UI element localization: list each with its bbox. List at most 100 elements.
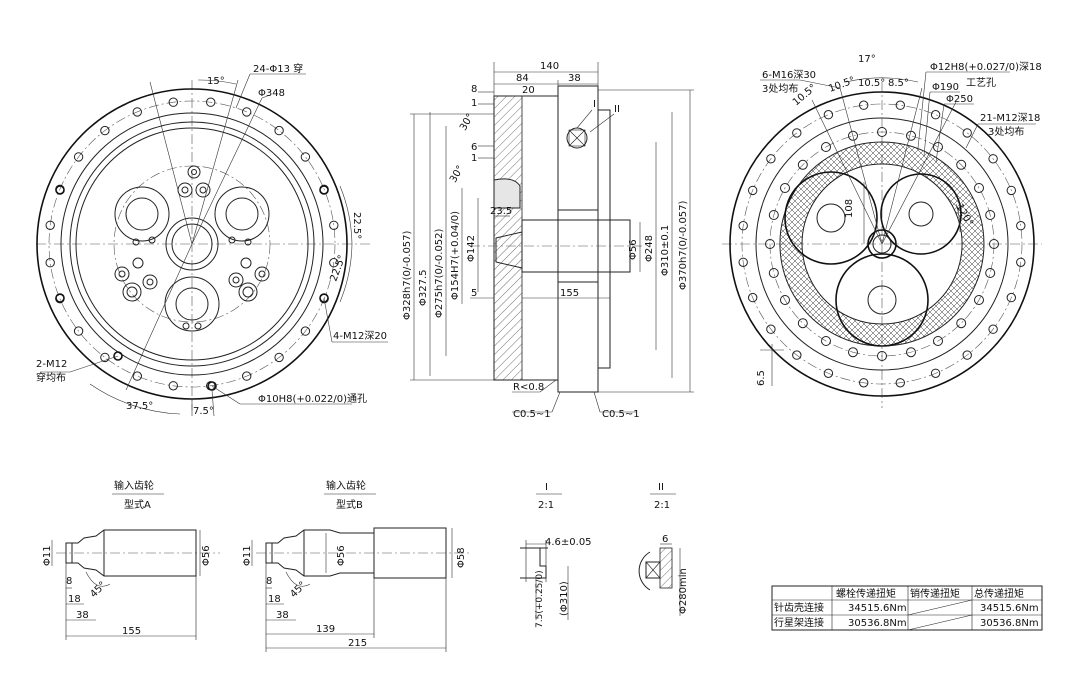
bolt-hole bbox=[930, 110, 941, 120]
bolt-hole bbox=[848, 130, 858, 141]
bolt-hole bbox=[329, 258, 339, 268]
label-c05b: C0.5~1 bbox=[602, 409, 640, 420]
gear-b-d215: 215 bbox=[348, 638, 367, 649]
gear-b-d18: 18 bbox=[268, 594, 281, 605]
bolt-hole bbox=[797, 159, 808, 170]
bolt-hole bbox=[821, 336, 831, 346]
label-ang17: 17° bbox=[858, 54, 876, 65]
table-header-bolt: 螺栓传递扭矩 bbox=[836, 587, 896, 600]
bolt-hole bbox=[45, 220, 55, 231]
bolt-hole bbox=[768, 268, 779, 278]
dim-dia142: Φ142 bbox=[466, 235, 477, 262]
detail-I-scale: 2:1 bbox=[538, 500, 554, 511]
bolt-hole bbox=[962, 350, 972, 360]
dim-38: 38 bbox=[568, 73, 581, 84]
bolt-hole bbox=[974, 183, 984, 193]
bolt-hole bbox=[274, 352, 284, 363]
dim-1b: 1 bbox=[471, 153, 477, 164]
gear-a-d155: 155 bbox=[122, 626, 141, 637]
detail-II: II 2:1 6 Φ280min bbox=[638, 482, 689, 616]
dim-dia328: Φ328h7(0/-0.057) bbox=[402, 230, 413, 320]
label-d250: Φ250 bbox=[946, 94, 973, 105]
dim-5: 5 bbox=[471, 288, 477, 299]
bolt-hole bbox=[859, 100, 869, 110]
bolt-hole bbox=[859, 378, 869, 388]
detail-II-title: II bbox=[658, 482, 664, 493]
dim-30-a: 30° bbox=[458, 112, 476, 133]
bolt-hole bbox=[242, 107, 252, 117]
bolt-hole bbox=[45, 258, 55, 268]
bolt-hole bbox=[933, 336, 943, 346]
label-detail-II-ref: II bbox=[614, 104, 620, 115]
gear-a-d38: 38 bbox=[76, 610, 89, 621]
table-row-2-label: 行星架连接 bbox=[774, 616, 824, 629]
bolt-hole bbox=[329, 220, 339, 231]
bolt-hole bbox=[168, 97, 179, 107]
label-angle-15: 15° bbox=[207, 76, 225, 87]
label-m16b: 3处均布 bbox=[762, 83, 798, 95]
bolt-hole bbox=[300, 152, 311, 162]
bolt-hole bbox=[1006, 292, 1016, 303]
bolt-hole bbox=[1006, 185, 1016, 196]
label-m12-through-1: 2-M12 bbox=[36, 359, 67, 370]
bolt-hole bbox=[848, 347, 858, 358]
table-row-2-bolt: 30536.8Nm bbox=[848, 618, 907, 629]
label-d6-5: 6.5 bbox=[756, 370, 767, 386]
bolt-hole bbox=[956, 159, 967, 170]
dim-8: 8 bbox=[471, 84, 477, 95]
bolt-hole bbox=[1016, 221, 1026, 231]
gear-b-d58: Φ58 bbox=[456, 547, 467, 568]
bolt-hole bbox=[974, 295, 984, 305]
dim-dia248: Φ248 bbox=[644, 235, 655, 262]
input-gear-a: 输入齿轮 型式A Φ11 Φ56 8 18 38 45° 155 bbox=[42, 479, 220, 640]
dim-dia56: Φ56 bbox=[628, 239, 639, 260]
dim-dia310: Φ310±0.1 bbox=[660, 225, 671, 276]
gear-a-ang45: 45° bbox=[88, 580, 108, 600]
table-header-pin: 销传递扭矩 bbox=[910, 587, 960, 600]
bolt-hole bbox=[988, 154, 998, 164]
bolt-hole bbox=[792, 128, 802, 138]
label-c05a: C0.5~1 bbox=[513, 409, 551, 420]
bolt-hole bbox=[877, 127, 887, 137]
label-ang10-5c: 10.5° bbox=[858, 78, 885, 89]
gear-b-title: 输入齿轮 bbox=[326, 479, 366, 492]
bolt-hole bbox=[933, 142, 943, 152]
gear-a-d56: Φ56 bbox=[201, 545, 212, 566]
rear-inner-holes bbox=[765, 127, 999, 361]
dim-84: 84 bbox=[516, 73, 529, 84]
label-m12-deep: 4-M12深20 bbox=[333, 330, 387, 342]
torque-table: 螺栓传递扭矩 销传递扭矩 总传递扭矩 针齿壳连接 34515.6Nm 34515… bbox=[771, 585, 1043, 631]
bolt-hole bbox=[132, 371, 143, 381]
dim-dia275: Φ275h7(0/-0.052) bbox=[434, 228, 445, 318]
bolt-hole bbox=[748, 185, 758, 196]
detail-I-d310: (Φ310) bbox=[559, 581, 570, 616]
detail-II-d6: 6 bbox=[662, 534, 668, 545]
label-ang10-5b: 10.5° bbox=[827, 75, 856, 95]
bolt-hole bbox=[100, 125, 110, 136]
label-m16: 6-M16深30 bbox=[762, 69, 816, 81]
bolt-hole bbox=[242, 371, 252, 381]
dim-dia327: Φ327.5 bbox=[418, 270, 429, 307]
label-d190: Φ190 bbox=[932, 82, 959, 93]
bolt-hole bbox=[780, 295, 790, 305]
bolt-hole bbox=[821, 142, 831, 152]
dim-30-b: 30° bbox=[448, 164, 466, 185]
dim-23-5: 23.5 bbox=[490, 206, 512, 217]
bolt-hole bbox=[206, 97, 216, 107]
gear-a-d11: Φ11 bbox=[42, 545, 53, 566]
bolt-hole bbox=[930, 368, 941, 378]
detail-II-d280: Φ280min bbox=[678, 568, 689, 614]
outer-flange-circle bbox=[36, 88, 348, 400]
gear-b-d56: Φ56 bbox=[336, 545, 347, 566]
bolt-hole bbox=[962, 128, 972, 138]
bolt-hole bbox=[877, 351, 887, 361]
label-angle-37-5: 37.5° bbox=[126, 401, 153, 412]
dim-dia154: Φ154H7(+0.04/0) bbox=[450, 211, 461, 300]
table-header-total: 总传递扭矩 bbox=[974, 587, 1024, 600]
bolt-hole bbox=[985, 268, 996, 278]
bolt-hole bbox=[100, 352, 110, 363]
bolt-hole bbox=[895, 378, 905, 388]
bolt-hole bbox=[989, 239, 999, 249]
rear-outer-circle bbox=[729, 91, 1035, 397]
bolt-hole bbox=[132, 107, 143, 117]
